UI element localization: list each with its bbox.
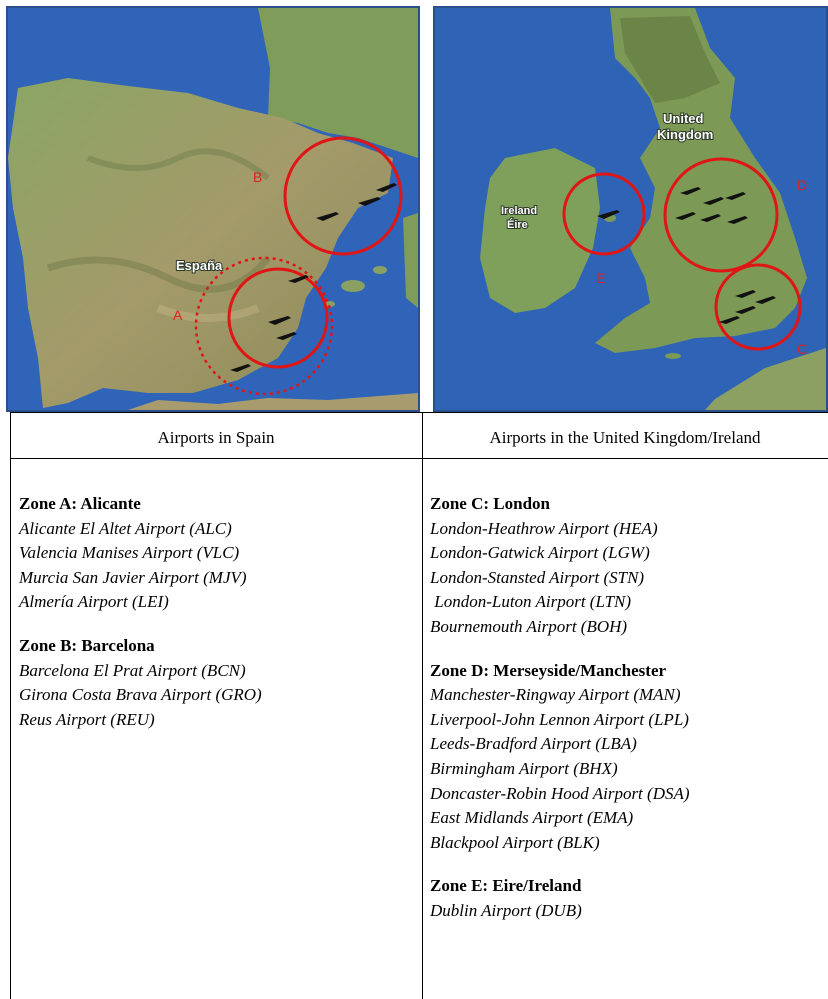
zone-d-letter: D (797, 177, 807, 193)
airport-item: Blackpool Airport (BLK) (430, 832, 600, 852)
airplane-icon (268, 316, 291, 325)
zone-a: Zone A: Alicante Alicante El Altet Airpo… (19, 492, 414, 615)
uk-label-line2: Kingdom (657, 127, 713, 142)
airport-item: East Midlands Airport (EMA) (430, 808, 634, 828)
zone-title: Zone B: Barcelona (19, 635, 155, 655)
airplane-icon (276, 332, 297, 340)
airplane-icon (230, 364, 251, 372)
airport-item: Valencia Manises Airport (VLC) (19, 543, 240, 563)
airport-item: Almería Airport (LEI) (19, 592, 169, 612)
zone-title: Zone E: Eire/Ireland (430, 876, 582, 896)
airport-item: London-Luton Airport (LTN) (430, 592, 632, 612)
zone-d-circle (663, 157, 779, 273)
uk-map-drawing: United Kingdom Ireland Éire D E C (435, 8, 826, 410)
table-header-divider (10, 458, 828, 459)
airplane-icon (725, 192, 746, 200)
airport-item: London-Heathrow Airport (HEA) (430, 518, 658, 538)
ireland-label-line2: Éire (507, 218, 528, 231)
table-middle-divider (422, 412, 423, 999)
zone-c-circle (714, 263, 802, 351)
airplane-icons-spain (230, 183, 397, 372)
airport-item: Liverpool-John Lennon Airport (LPL) (430, 709, 689, 729)
airplane-icon (288, 275, 309, 283)
sardinia-edge (403, 213, 418, 308)
france-coast (705, 348, 826, 410)
airport-item: Murcia San Javier Airport (MJV) (19, 567, 247, 587)
ireland-label-line1: Ireland (501, 205, 537, 217)
zone-e-circle (562, 172, 646, 256)
airplane-icon (376, 183, 397, 192)
spain-country-label: España (176, 258, 223, 273)
zone-b-circle (283, 136, 403, 256)
airplane-icons-uk (597, 187, 776, 324)
balearic-island (341, 280, 365, 292)
airplane-icon (703, 197, 724, 205)
zone-title: Zone A: Alicante (19, 494, 141, 513)
header-spain: Airports in Spain (157, 428, 275, 447)
spain-satellite-map: España B A (6, 6, 420, 412)
airplane-icon (735, 290, 756, 298)
airport-item: London-Gatwick Airport (LGW) (430, 543, 650, 563)
zone-c-letter: C (797, 341, 807, 357)
airport-item: Barcelona El Prat Airport (BCN) (19, 660, 246, 680)
scotland-highlands (620, 16, 720, 103)
zone-title: Zone D: Merseyside/Manchester (430, 660, 667, 680)
airport-item: London-Stansted Airport (STN) (430, 567, 645, 587)
airplane-icon (700, 214, 721, 222)
airport-item: Reus Airport (REU) (19, 709, 155, 729)
balearic-island (373, 266, 387, 274)
spain-map-drawing: España B A (8, 8, 418, 410)
airport-item: Dublin Airport (DUB) (430, 900, 582, 920)
zone-d: Zone D: Merseyside/Manchester Manchester… (430, 659, 826, 856)
zone-a-letter: A (173, 307, 183, 323)
header-uk: Airports in the United Kingdom/Ireland (489, 428, 761, 447)
zone-e: Zone E: Eire/Ireland Dublin Airport (DUB… (430, 874, 826, 923)
zone-title: Zone C: London (430, 494, 550, 513)
zone-b: Zone B: Barcelona Barcelona El Prat Airp… (19, 634, 414, 732)
airport-item: Birmingham Airport (BHX) (430, 758, 618, 778)
airport-item: Girona Costa Brava Airport (GRO) (19, 685, 262, 705)
zone-a-circle (227, 267, 329, 369)
zone-e-letter: E (596, 270, 605, 286)
airport-item: Manchester-Ringway Airport (MAN) (430, 685, 681, 705)
airport-item: Alicante El Altet Airport (ALC) (19, 518, 232, 538)
zone-a-outer-dotted-circle (194, 256, 334, 396)
airport-item: Bournemouth Airport (BOH) (430, 616, 628, 636)
uk-ireland-satellite-map: United Kingdom Ireland Éire D E C (433, 6, 828, 412)
isle-of-wight (665, 353, 681, 359)
table-top-border (10, 412, 828, 413)
zone-c: Zone C: London London-Heathrow Airport (… (430, 492, 826, 640)
ireland (480, 148, 600, 313)
airport-item: Doncaster-Robin Hood Airport (DSA) (430, 783, 690, 803)
north-africa (128, 393, 418, 410)
airplane-icon (358, 197, 381, 206)
airplane-icon (675, 212, 696, 220)
zone-b-letter: B (253, 169, 262, 185)
airplane-icon (727, 216, 748, 224)
balearic-island (325, 301, 335, 307)
airplane-icon (755, 296, 776, 304)
table-left-border (10, 412, 11, 999)
great-britain (595, 8, 807, 353)
uk-zone-list: Zone C: London London-Heathrow Airport (… (430, 492, 826, 943)
airplane-icon (680, 187, 701, 195)
airplane-icon (316, 212, 339, 221)
spain-zone-list: Zone A: Alicante Alicante El Altet Airpo… (19, 492, 414, 751)
airplane-icon (597, 210, 620, 219)
airplane-icon (719, 316, 740, 324)
france-landmass (258, 8, 418, 158)
airport-item: Leeds-Bradford Airport (LBA) (430, 734, 637, 754)
airplane-icon (735, 306, 756, 314)
uk-label-line1: United (663, 111, 704, 126)
